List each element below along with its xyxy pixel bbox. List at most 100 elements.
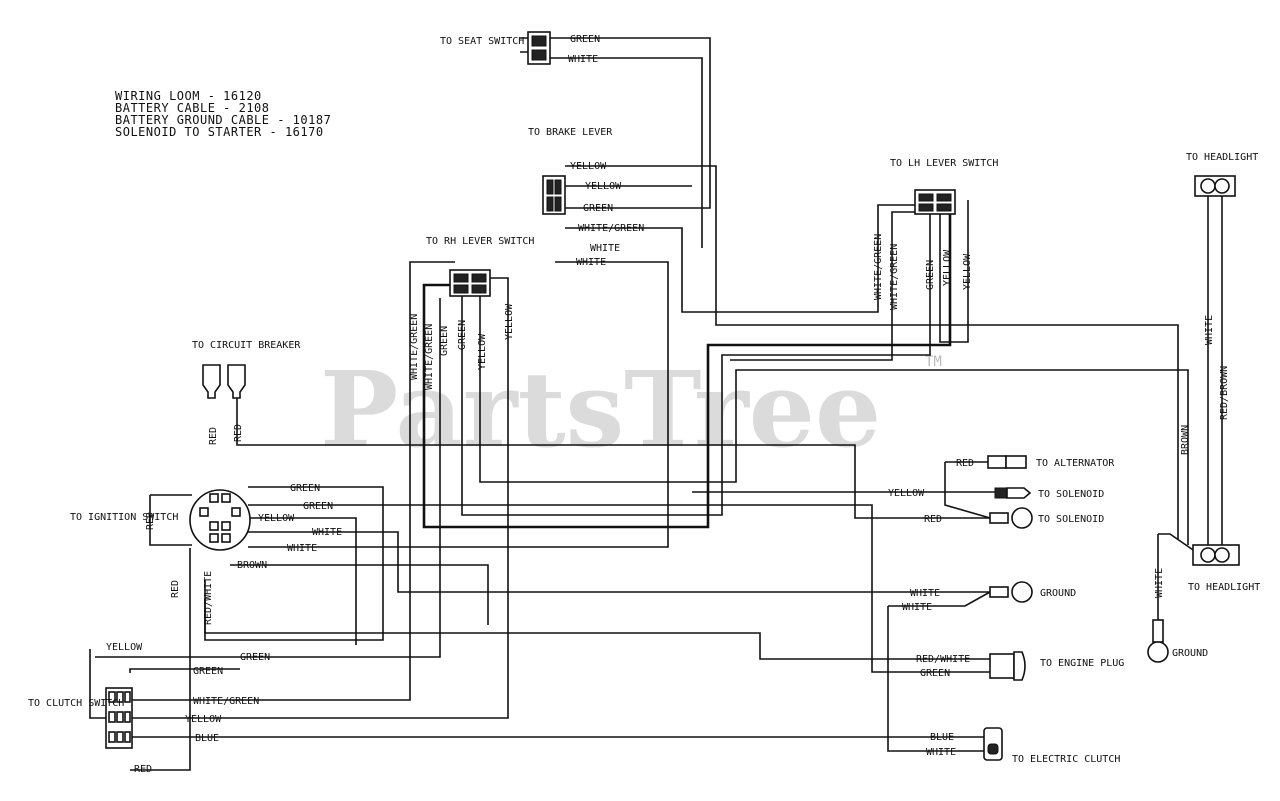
wire-clutch-green [95,298,441,658]
parts-list-item: WIRING LOOM - 16120 [115,89,262,103]
wire-alternator-drop [944,462,991,519]
alternator-connector [987,455,1027,469]
ground-connector-2 [1147,619,1169,663]
wire-label: GREEN [193,666,223,677]
solenoid-connector-2 [989,507,1033,529]
wire-brake-white-green [565,204,915,313]
wire-label: BROWN [1180,425,1191,455]
wire-label: YELLOW [942,249,953,286]
component-labels: TO SEAT SWITCH TO BRAKE LEVER TO RH LEVE… [28,36,1260,765]
wire-rh-yellow-2 [130,277,509,719]
wire-label: YELLOW [962,253,973,290]
wire-label: BLUE [195,733,219,744]
wire-ign-red [149,494,192,546]
label-solenoid-2: TO SOLENOID [1038,514,1104,525]
wire-brake-yellow [565,165,1179,540]
wire-label: WHITE/GREEN [424,324,435,390]
wire-label: RED [956,458,974,469]
watermark-trademark: TM [925,354,942,370]
label-clutch-switch: TO CLUTCH SWITCH [28,698,124,709]
wire-label: WHITE [312,527,342,538]
wire-label: GREEN [920,668,950,679]
label-electric-clutch: TO ELECTRIC CLUTCH [1012,754,1120,765]
wire-label: GREEN [570,34,600,45]
wire-label: WHITE/GREEN [578,223,644,234]
label-lh-lever-switch: TO LH LEVER SWITCH [890,158,998,169]
connectors [105,31,1240,761]
wire-seat-white [550,57,703,248]
wire-label: RED [233,424,244,442]
wire-label: BROWN [237,560,267,571]
wire-ign-red-2 [130,548,191,771]
wire-label: WHITE [926,747,956,758]
wire-ign-yellow [248,517,357,645]
label-headlight-bottom: TO HEADLIGHT [1188,582,1260,593]
wire-white-ground [888,591,991,607]
lh-lever-switch-connector [914,189,956,215]
wire-label: YELLOW [504,303,515,340]
wire-label: RED/BROWN [1219,366,1230,420]
ground-connector-1 [989,581,1033,603]
wire-label: GREEN [240,652,270,663]
wire-label: WHITE [910,588,940,599]
wire-label: YELLOW [185,714,222,725]
wire-clutch-green-2 [129,668,240,673]
label-ignition-switch: TO IGNITION SWITCH [70,512,178,523]
wire-label: WHITE/GREEN [193,696,259,707]
wire-ign-red-white [204,580,990,660]
wire-labels: GREEN WHITE YELLOW YELLOW GREEN WHITE/GR… [106,34,1230,775]
rh-lever-switch-connector [449,269,491,297]
wire-label: YELLOW [477,333,488,370]
label-solenoid-1: TO SOLENOID [1038,489,1104,500]
headlight-top-connector [1194,175,1236,197]
wire-label: YELLOW [258,513,295,524]
circuit-breaker-connector [202,364,246,399]
wire-headlight-ground-top [1158,533,1197,553]
parts-list-item: BATTERY GROUND CABLE - 10187 [115,113,331,127]
brake-lever-connector [542,175,566,215]
clutch-switch-connector [105,687,133,749]
wire-rh-white-green-2 [422,212,952,529]
electric-clutch-connector [983,727,1003,761]
parts-list-item: BATTERY CABLE - 2108 [115,101,270,115]
wire-label: GREEN [925,260,936,290]
wires [89,37,1223,771]
wire-label: WHITE [590,243,620,254]
label-engine-plug: TO ENGINE PLUG [1040,658,1124,669]
wire-seat-green [550,37,711,209]
wire-label: WHITE [1154,568,1165,598]
wire-label: BLUE [930,732,954,743]
wire-ign-white [248,531,990,593]
wire-lh-yellow [939,200,969,343]
wire-lh-white-green [730,211,915,361]
wire-label: RED [924,514,942,525]
wire-label: GREEN [583,203,613,214]
wire-ign-brown [230,564,489,625]
wire-label: GREEN [457,320,468,350]
label-seat-switch: TO SEAT SWITCH [440,36,524,47]
parts-list: WIRING LOOM - 16120 BATTERY CABLE - 2108… [115,89,331,139]
wire-label: WHITE [568,54,598,65]
wire-label: RED [170,580,181,598]
label-alternator: TO ALTERNATOR [1036,458,1115,469]
headlight-bottom-connector [1192,544,1240,566]
watermark: PartsTree [320,348,881,471]
wire-label: YELLOW [570,161,607,172]
label-ground-1: GROUND [1040,588,1076,599]
parts-list-item: SOLENOID TO STARTER - 16170 [115,125,324,139]
solenoid-connector-1 [994,487,1032,499]
label-brake-lever: TO BRAKE LEVER [528,127,613,138]
wire-white-clutch [887,606,990,752]
wire-label: WHITE/GREEN [873,234,884,300]
wire-label: WHITE [576,257,606,268]
wire-label: WHITE [287,543,317,554]
wire-label: YELLOW [106,642,143,653]
wire-label: RED [134,764,152,775]
engine-plug-connector [989,651,1026,681]
wire-label: WHITE/GREEN [409,314,420,380]
wire-label: GREEN [303,501,333,512]
label-circuit-breaker: TO CIRCUIT BREAKER [192,340,301,351]
wire-label: WHITE/GREEN [889,244,900,310]
wire-ign-green-2 [248,504,990,673]
